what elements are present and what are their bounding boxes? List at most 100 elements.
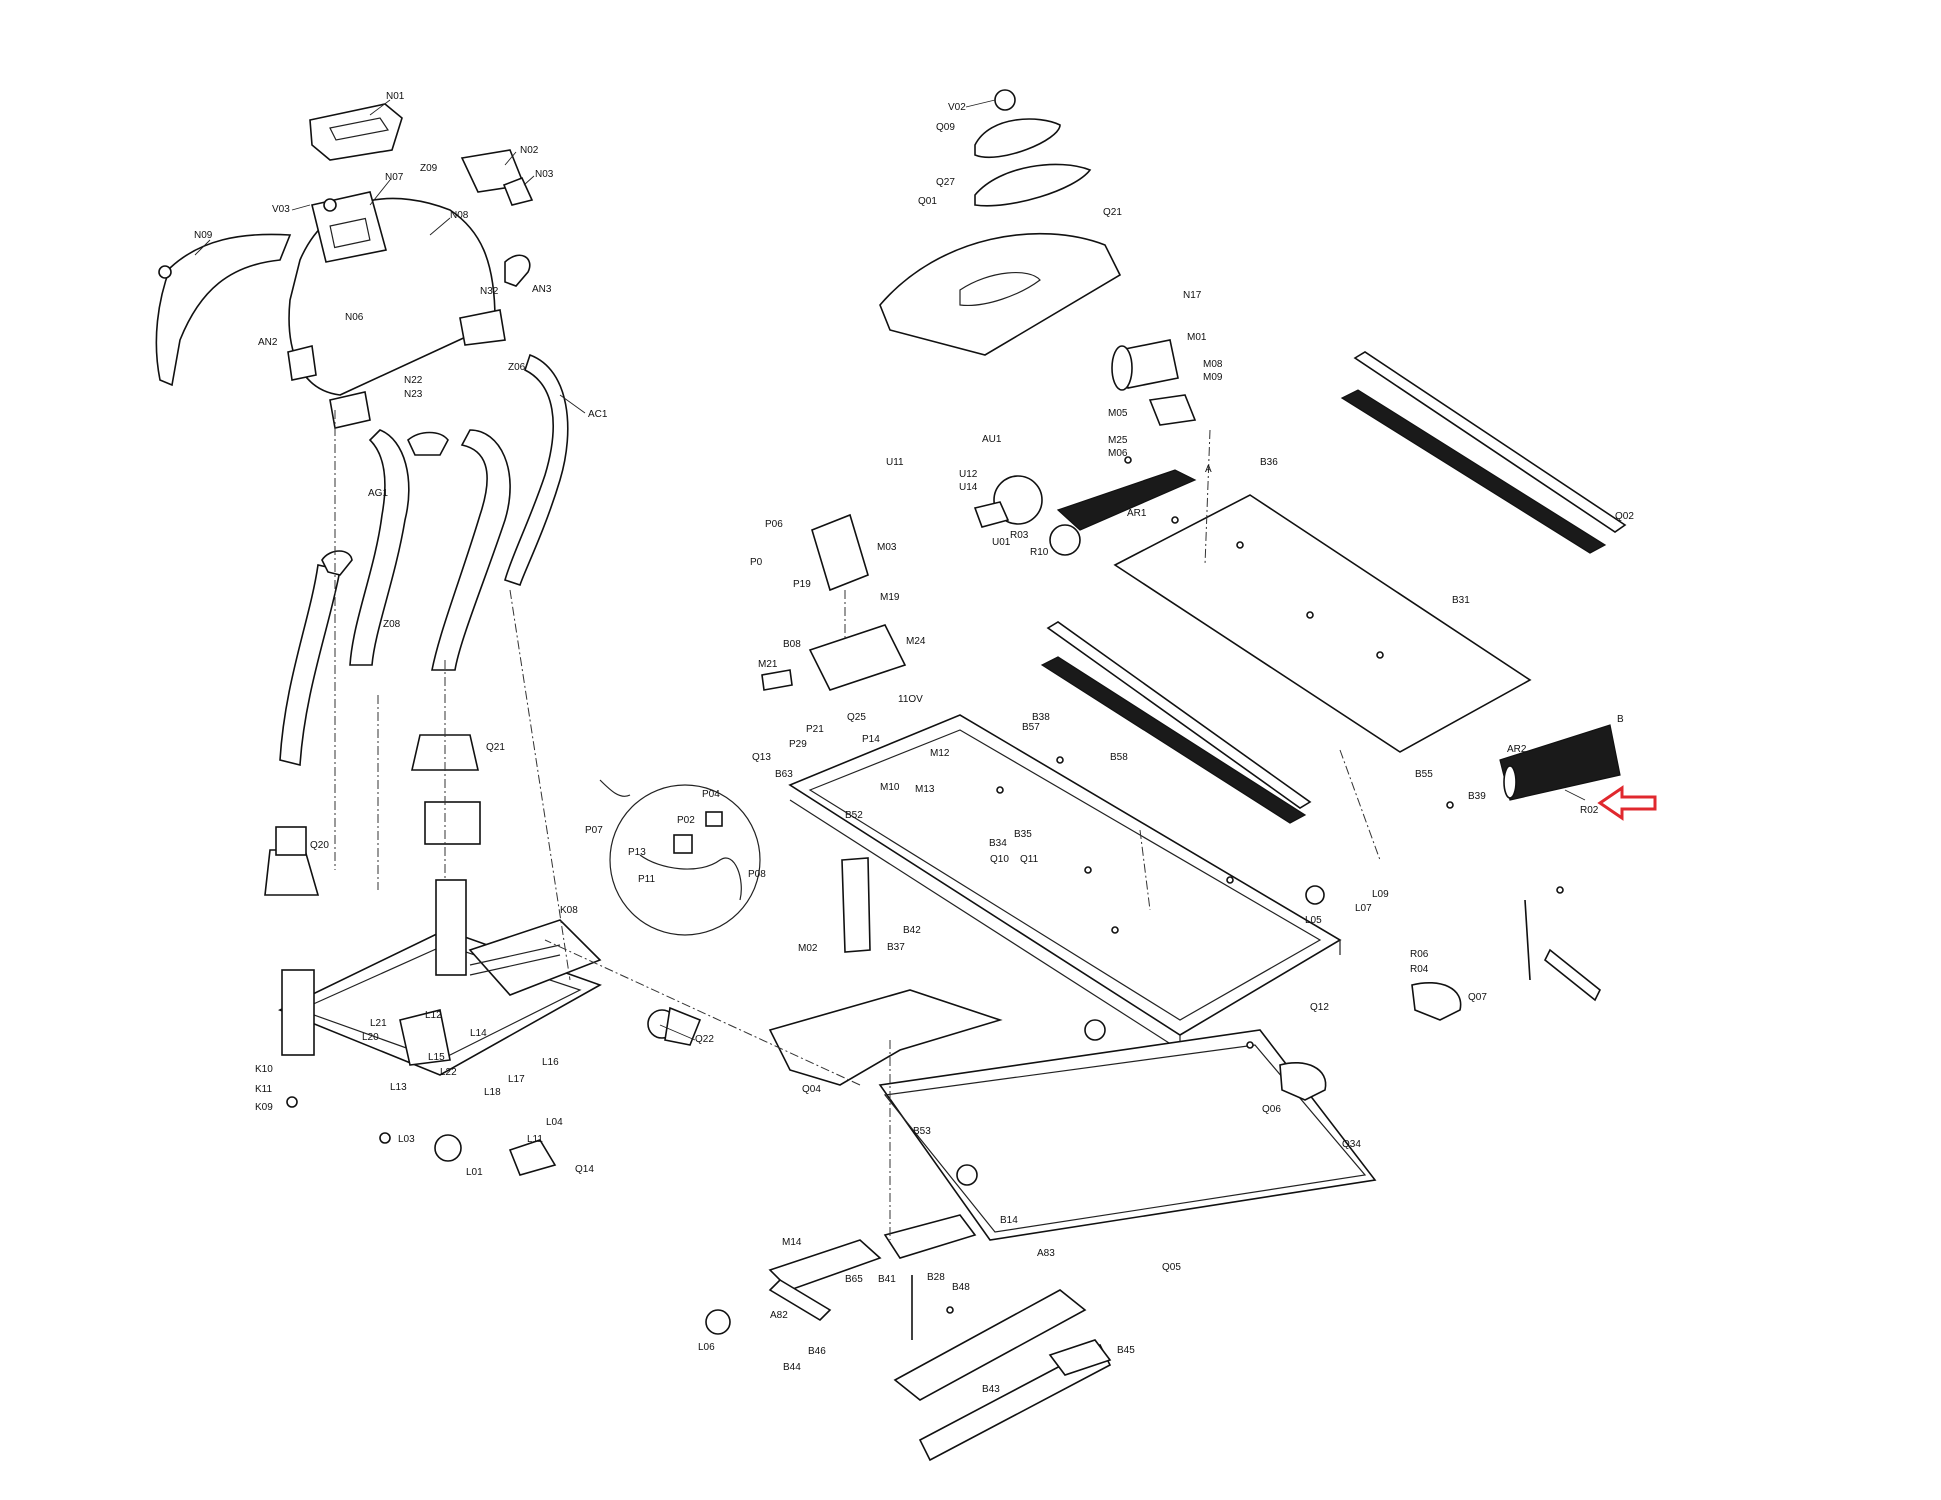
lift-frame-part: [918, 1343, 1112, 1462]
part-label: L11: [527, 1134, 543, 1145]
part-label: R02: [1580, 805, 1599, 816]
part-label: M01: [1187, 332, 1207, 343]
upright-tube-part: [431, 429, 511, 671]
main-frame-part: [788, 714, 1342, 1036]
part-label: L06: [698, 1342, 715, 1353]
bracket-part: [329, 391, 371, 429]
fasteners: [946, 456, 1564, 1314]
part-label: M06: [1108, 448, 1128, 459]
part-label: N09: [194, 230, 213, 241]
part-label: L12: [425, 1010, 442, 1021]
part-label: B31: [1452, 595, 1470, 606]
part-label: B36: [1260, 457, 1278, 468]
part-label: Q05: [1162, 1262, 1181, 1273]
part-label: Q06: [1262, 1104, 1281, 1115]
part-label: M05: [1108, 408, 1128, 419]
part-label: B55: [1415, 769, 1433, 780]
part-label: B41: [878, 1274, 896, 1285]
part-label: Q13: [752, 752, 771, 763]
part-label: B14: [1000, 1215, 1018, 1226]
part-label: N32: [480, 286, 499, 297]
part-label: B44: [783, 1362, 801, 1373]
lift-bracket-part: [883, 1214, 977, 1259]
part-label: A: [1205, 464, 1212, 475]
rear-roller-part: [1499, 724, 1621, 801]
cable-part: [504, 254, 531, 287]
bracket-part: [459, 309, 506, 346]
rail-insert-part: [1040, 656, 1307, 824]
part-label: Q09: [936, 122, 955, 133]
wheel-part: [705, 1309, 731, 1335]
side-handle-cover-part: [155, 233, 292, 387]
part-label: B48: [952, 1282, 970, 1293]
part-label: L14: [470, 1028, 487, 1039]
part-label: L05: [1305, 915, 1322, 926]
part-label: L13: [390, 1082, 407, 1093]
knob-part: [158, 265, 172, 279]
clip-part: [502, 176, 534, 206]
part-label: B42: [903, 925, 921, 936]
part-label: L18: [484, 1087, 501, 1098]
part-label: Q27: [936, 177, 955, 188]
tube-cap-part: [407, 431, 449, 456]
part-label: B28: [927, 1272, 945, 1283]
part-label: Q21: [486, 742, 505, 753]
motor-mount-part: [1148, 394, 1197, 426]
electronics-assembly: [599, 513, 907, 953]
part-label: N01: [386, 91, 405, 102]
part-label: L01: [466, 1167, 483, 1178]
end-cap-part: [1279, 1061, 1327, 1101]
part-label: L16: [542, 1057, 559, 1068]
part-label: B34: [989, 838, 1007, 849]
part-label: Q21: [1103, 207, 1122, 218]
frame-rail-part: [468, 919, 602, 996]
part-label: V02: [948, 102, 966, 113]
part-label: L20: [362, 1032, 379, 1043]
part-label: M24: [906, 636, 926, 647]
part-label: B52: [845, 810, 863, 821]
part-label: Q02: [1615, 511, 1634, 522]
left-arrow-icon: [1597, 785, 1657, 821]
part-label: AC1: [588, 409, 608, 420]
wheel-part: [1305, 885, 1325, 905]
power-cord-part: [599, 779, 631, 797]
part-label: M08: [1203, 359, 1223, 370]
part-label: K10: [255, 1064, 273, 1075]
part-label: B08: [783, 639, 801, 650]
part-label: M25: [1108, 435, 1128, 446]
part-label: P0: [750, 557, 763, 568]
part-label: Q10: [990, 854, 1009, 865]
bracket-part: [1048, 1339, 1112, 1376]
part-label: L17: [508, 1074, 525, 1085]
part-label: M14: [782, 1237, 802, 1248]
lift-frame-part: [893, 1289, 1087, 1401]
part-label: U12: [959, 469, 978, 480]
part-label: R10: [1030, 547, 1049, 558]
motor-cover-part: [879, 232, 1122, 356]
part-label: L09: [1372, 889, 1389, 900]
rail-insert-part: [1340, 389, 1607, 554]
part-label: L07: [1355, 903, 1372, 914]
part-label: L22: [440, 1067, 457, 1078]
part-label: P11: [638, 874, 655, 885]
bracket-part: [973, 501, 1010, 528]
part-label: L03: [398, 1134, 415, 1145]
connector-part: [705, 811, 723, 827]
part-label: AU1: [982, 434, 1002, 445]
rail-strip-part: [1353, 351, 1627, 533]
part-label: R04: [1410, 964, 1429, 975]
part-label: B45: [1117, 1345, 1135, 1356]
part-label: P06: [765, 519, 783, 530]
part-label: K09: [255, 1102, 273, 1113]
part-label: AR1: [1127, 508, 1147, 519]
part-label: N03: [535, 169, 554, 180]
part-label: B39: [1468, 791, 1486, 802]
part-label: N23: [404, 389, 423, 400]
part-label: Q22: [695, 1034, 714, 1045]
part-label: B43: [982, 1384, 1000, 1395]
part-labels: N01 N02 N03 N07 N08 N09 N32 N06 N22 N23 …: [194, 91, 1634, 1395]
part-label: Q12: [1310, 1002, 1329, 1013]
frame-post-part: [281, 969, 315, 1056]
upright-tube-part: [349, 429, 410, 666]
